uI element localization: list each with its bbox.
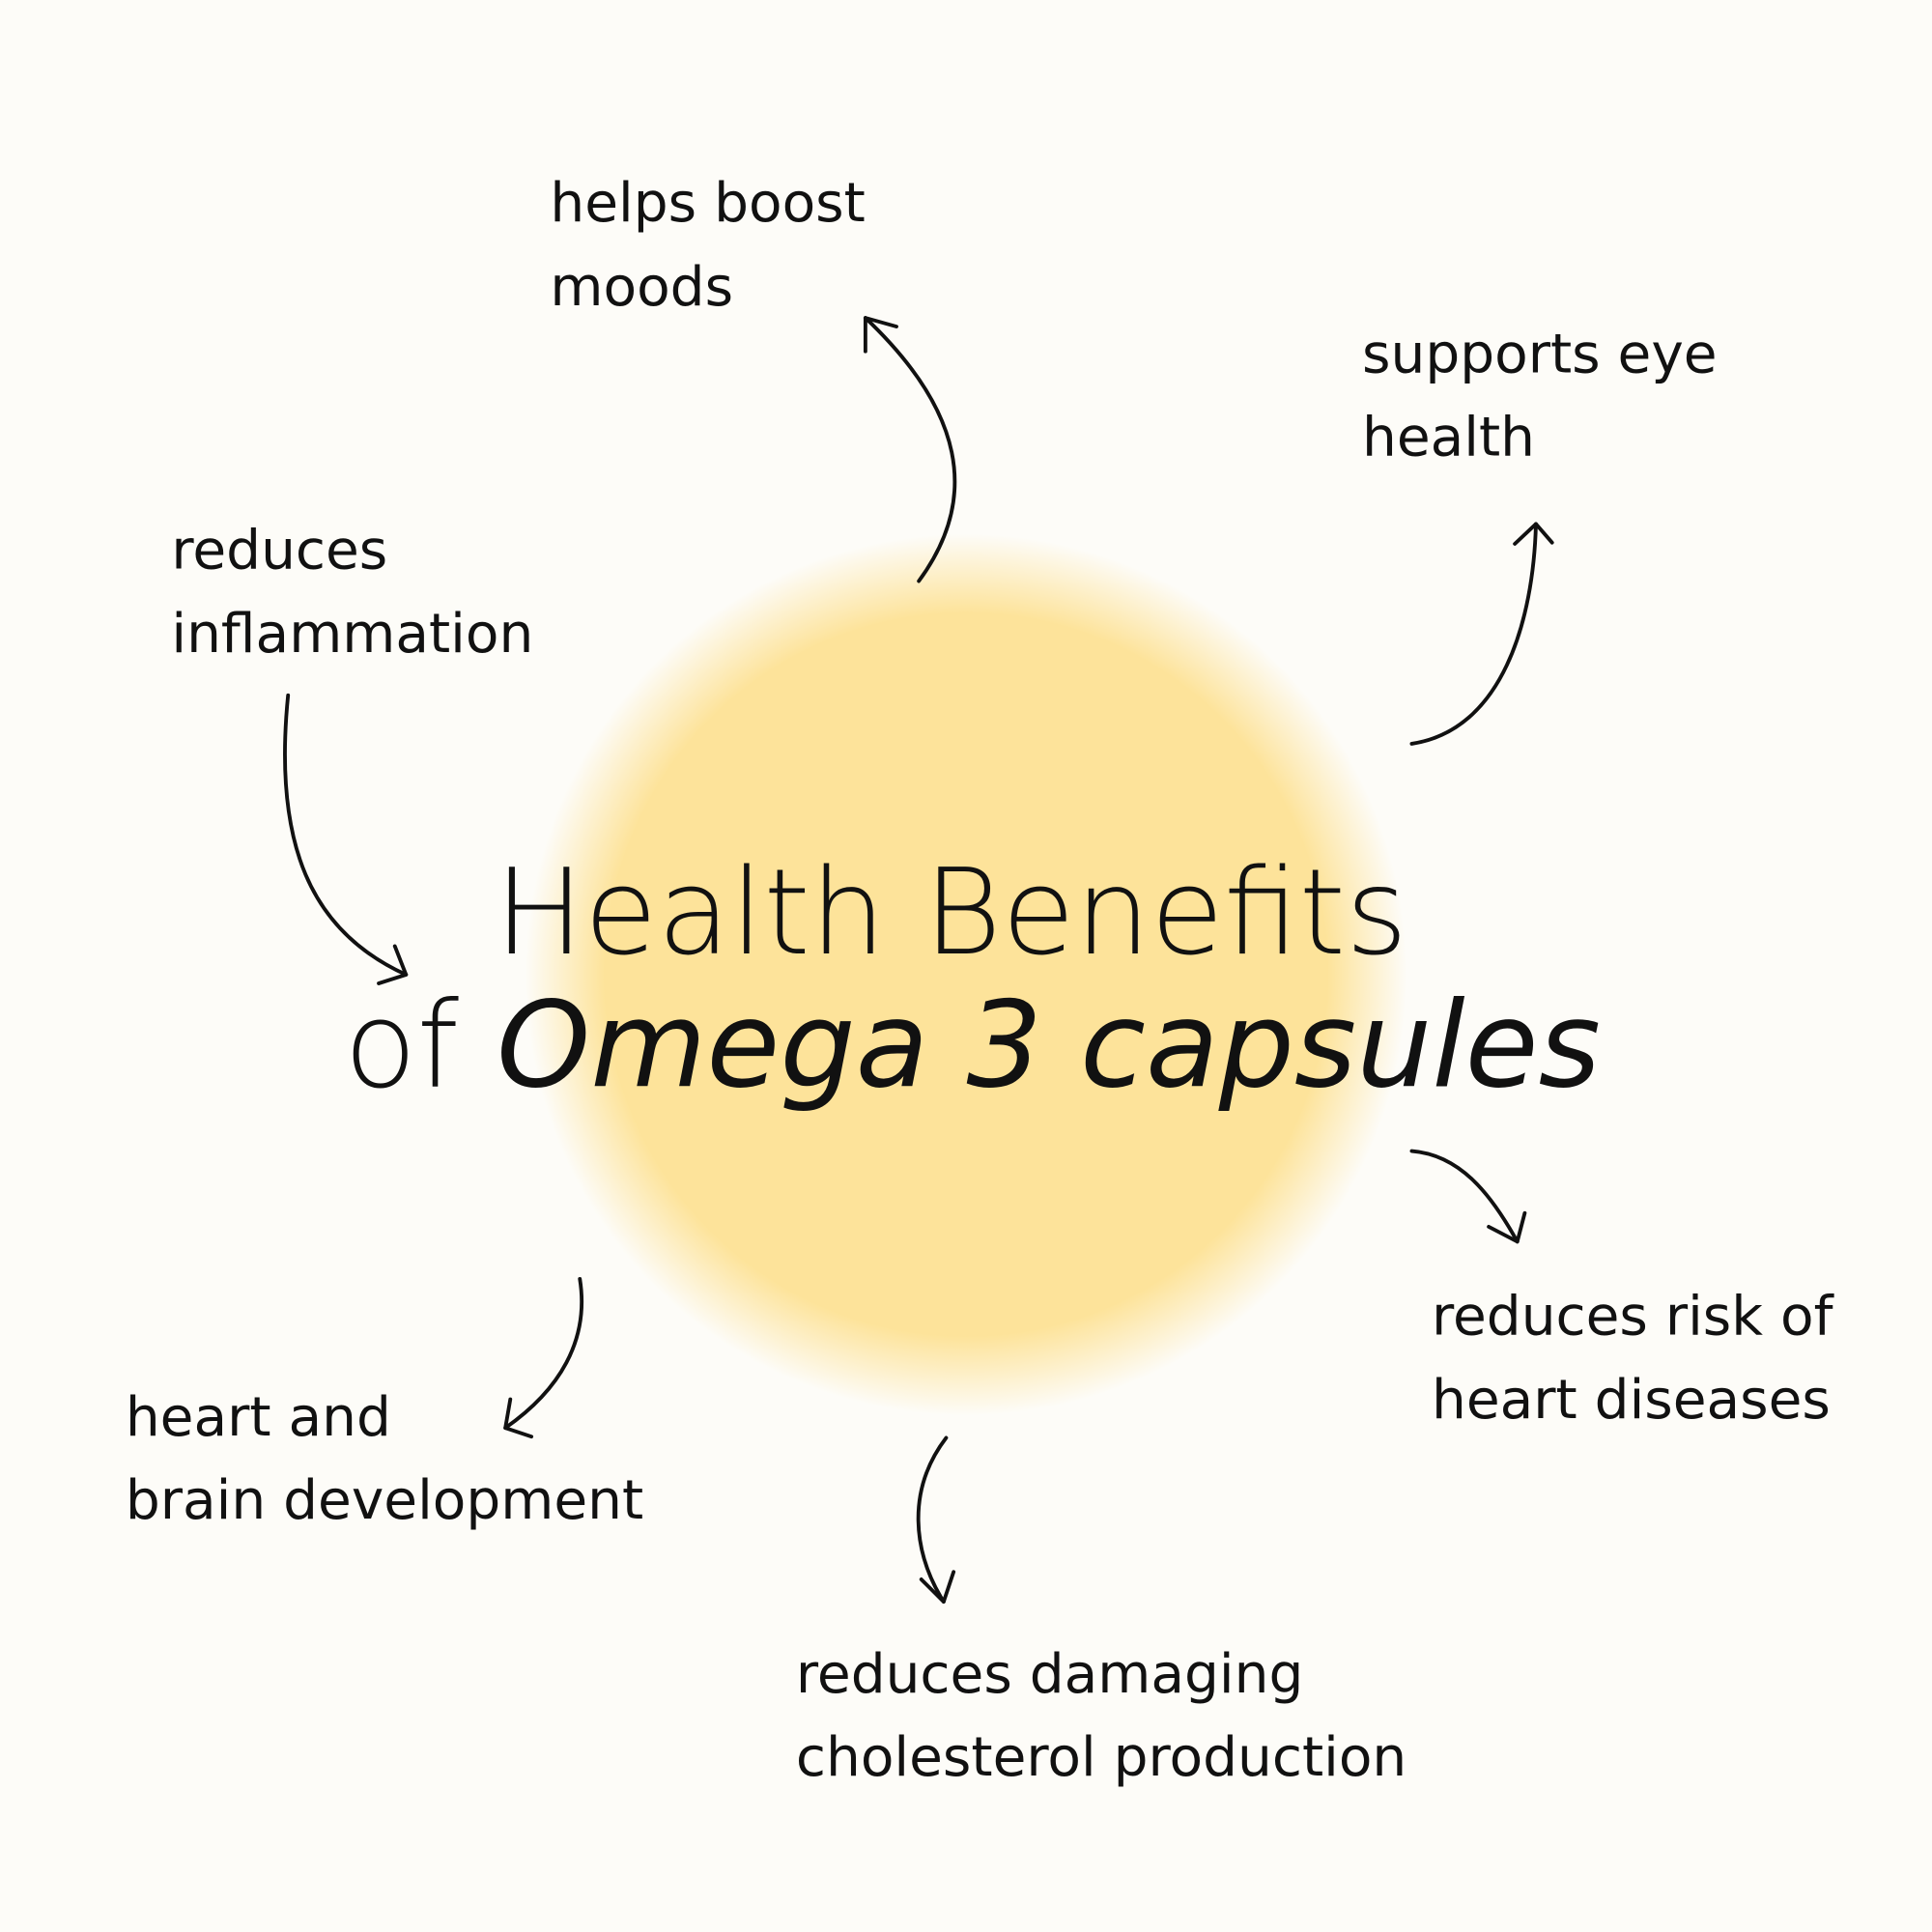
benefit-label: brain development bbox=[126, 1469, 643, 1532]
benefit-label: reduces bbox=[171, 520, 387, 582]
title-of: of bbox=[344, 977, 459, 1116]
benefit-label: cholesterol production bbox=[796, 1726, 1406, 1789]
arrow-icon-moods bbox=[863, 316, 957, 583]
benefit-moods: helps boost moods bbox=[550, 172, 865, 319]
benefit-label: heart diseases bbox=[1432, 1369, 1831, 1432]
benefit-label: health bbox=[1362, 407, 1535, 469]
benefit-heart-brain: heart and brain development bbox=[126, 1386, 643, 1532]
title-omega: Omega 3 capsules bbox=[497, 977, 1601, 1116]
benefit-label: helps boost bbox=[550, 172, 865, 235]
benefit-label: supports eye bbox=[1362, 324, 1718, 386]
arrow-icon-eye bbox=[1409, 522, 1554, 746]
arrow-icon-heart-brain bbox=[503, 1276, 584, 1439]
arrow-icon-inflammation bbox=[282, 693, 409, 985]
center-glow bbox=[525, 533, 1407, 1416]
benefit-label: moods bbox=[550, 256, 733, 319]
title-line-1: Health Benefits bbox=[495, 843, 1408, 982]
benefit-heart-diseases: reduces risk of heart diseases bbox=[1432, 1286, 1834, 1432]
benefit-label: reduces damaging bbox=[796, 1643, 1303, 1706]
benefit-label: inflammation bbox=[171, 603, 533, 666]
benefit-eye-health: supports eye health bbox=[1362, 324, 1718, 469]
benefit-label: heart and bbox=[126, 1386, 391, 1449]
benefit-inflammation: reduces inflammation bbox=[171, 520, 533, 666]
arrow-icon-heart-diseases bbox=[1409, 1149, 1527, 1244]
benefit-cholesterol: reduces damaging cholesterol production bbox=[796, 1643, 1406, 1789]
benefit-label: reduces risk of bbox=[1432, 1286, 1834, 1349]
title-line-2: of Omega 3 capsules bbox=[344, 977, 1601, 1116]
arrow-icon-cholesterol bbox=[916, 1435, 956, 1605]
